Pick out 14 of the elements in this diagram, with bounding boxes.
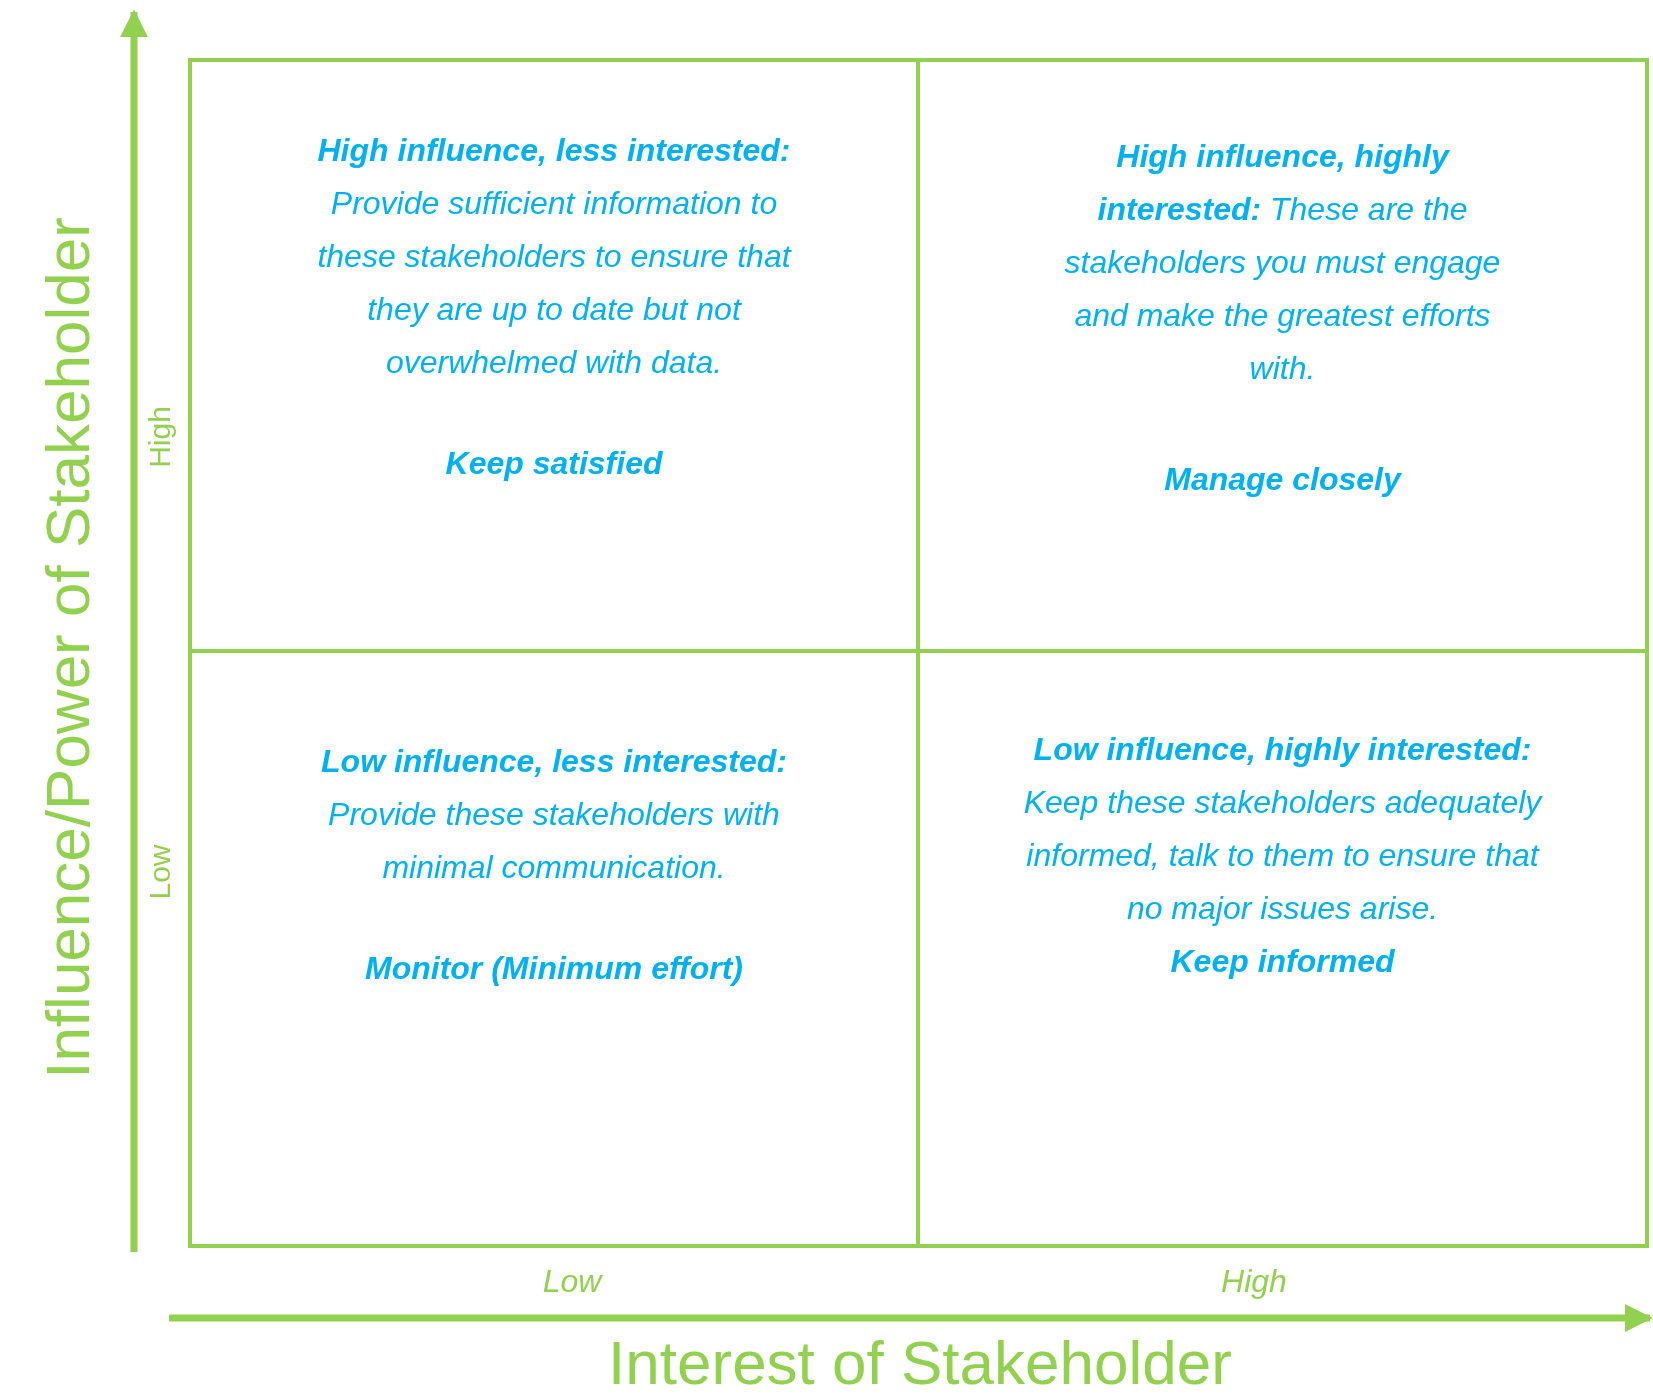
quadrant-description: High influence, highly interested: These are the stakeholders you must engage and make the greatest efforts with.: [1063, 137, 1502, 388]
quadrant-description: High influence, less interested: Provide sufficient information to these stakeholders to ensure that they are up to date but not overwhelmed with data.: [316, 131, 793, 382]
axis-tick-label: Low: [145, 844, 175, 900]
axis-tick-label: High: [1221, 1265, 1287, 1297]
quadrant-description: Low influence, highly interested: Keep these stakeholders adequately informed, talk to them to ensure that no major issues arise.: [1022, 730, 1544, 928]
quadrant-description: Low influence, less interested: Provide these stakeholders with minimal communication.: [320, 742, 788, 887]
strategy-label: Manage closely: [1163, 460, 1403, 499]
axis-tick-label: Low: [542, 1265, 602, 1297]
strategy-label: Monitor (Minimum effort): [364, 949, 744, 988]
y-axis-title: Influence/Power of Stakeholder: [37, 217, 99, 1079]
strategy-label: Keep satisfied: [444, 444, 664, 483]
x-axis-title: Interest of Stakeholder: [608, 1332, 1232, 1394]
axis-tick-label: High: [145, 406, 175, 468]
strategy-label: Keep informed: [1169, 942, 1396, 981]
